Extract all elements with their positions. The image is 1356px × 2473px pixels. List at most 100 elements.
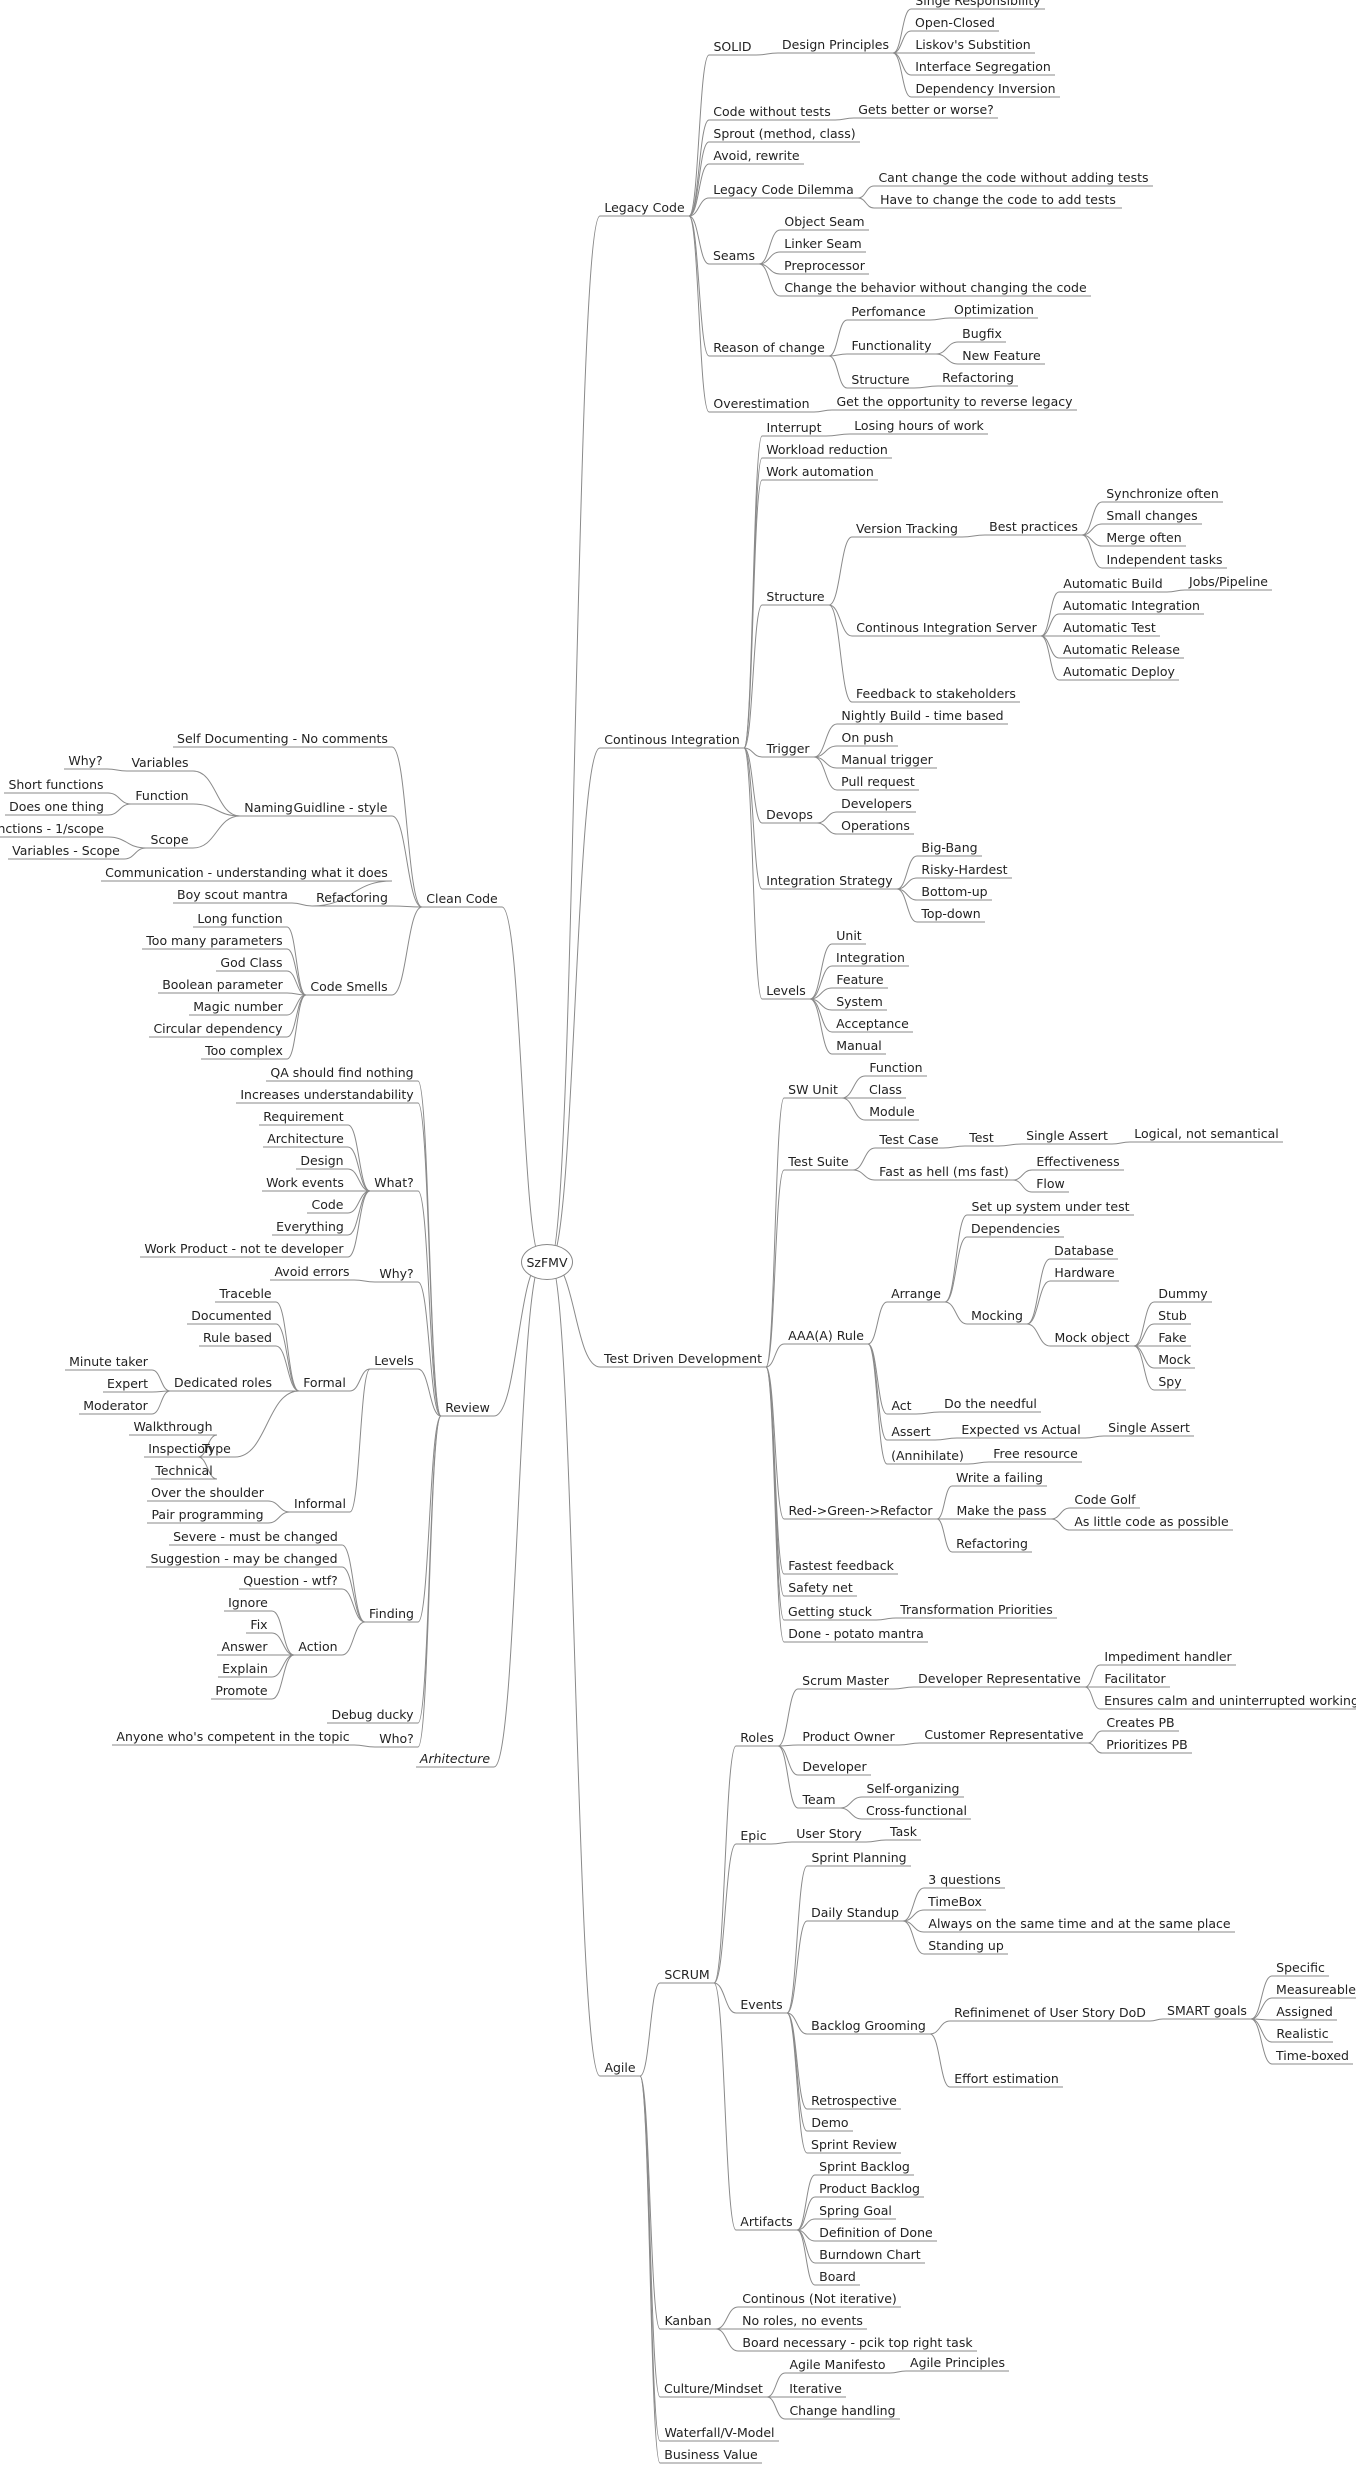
mindmap-node[interactable]: Small changes — [1106, 508, 1198, 523]
mindmap-node[interactable]: Business Value — [664, 2447, 758, 2462]
mindmap-node[interactable]: Too many parameters — [146, 933, 283, 948]
mindmap-node[interactable]: Big-Bang — [921, 840, 978, 855]
mindmap-node[interactable]: QA should find nothing — [270, 1065, 414, 1080]
mindmap-node[interactable]: Top-down — [921, 906, 981, 921]
mindmap-node[interactable]: Demo — [811, 2115, 849, 2130]
mindmap-node[interactable]: Hardware — [1054, 1265, 1115, 1280]
mindmap-node[interactable]: Open-Closed — [915, 15, 995, 30]
mindmap-node[interactable]: Task — [890, 1824, 917, 1839]
mindmap-node[interactable]: Measureable — [1276, 1982, 1356, 1997]
mindmap-node[interactable]: Code without tests — [713, 104, 831, 119]
mindmap-node[interactable]: Automatic Deploy — [1063, 664, 1175, 679]
mindmap-node[interactable]: Dependencies — [971, 1221, 1060, 1236]
mindmap-node[interactable]: Short functions — [8, 777, 104, 792]
mindmap-node[interactable]: Board — [819, 2269, 856, 2284]
mindmap-node[interactable]: Test Case — [879, 1132, 939, 1147]
mindmap-node[interactable]: Time-boxed — [1276, 2048, 1349, 2063]
mindmap-node[interactable]: Minute taker — [69, 1354, 148, 1369]
mindmap-node[interactable]: Expected vs Actual — [961, 1422, 1081, 1437]
mindmap-node[interactable]: Technical — [155, 1463, 213, 1478]
mindmap-node[interactable]: Set up system under test — [971, 1199, 1130, 1214]
mindmap-node[interactable]: Effectiveness — [1036, 1154, 1120, 1169]
mindmap-node[interactable]: Burndown Chart — [819, 2247, 921, 2262]
mindmap-node[interactable]: Answer — [221, 1639, 268, 1654]
mindmap-node[interactable]: Linker Seam — [784, 236, 862, 251]
mindmap-node[interactable]: Feedback to stakeholders — [856, 686, 1016, 701]
mindmap-node[interactable]: Explain — [222, 1661, 268, 1676]
mindmap-node[interactable]: Bottom-up — [921, 884, 988, 899]
mindmap-node[interactable]: Synchronize often — [1106, 486, 1219, 501]
mindmap-node[interactable]: Get the opportunity to reverse legacy — [836, 394, 1073, 409]
mindmap-node[interactable]: Customer Representative — [924, 1727, 1084, 1742]
mindmap-node[interactable]: Optimization — [954, 302, 1034, 317]
mindmap-node[interactable]: Flow — [1036, 1176, 1065, 1191]
mindmap-node[interactable]: Events — [740, 1997, 783, 2012]
mindmap-node[interactable]: Database — [1054, 1243, 1114, 1258]
mindmap-node[interactable]: Devops — [766, 807, 813, 822]
mindmap-node[interactable]: Code Smells — [310, 979, 388, 994]
mindmap-node[interactable]: Preprocessor — [784, 258, 865, 273]
mindmap-node[interactable]: Reason of change — [713, 340, 825, 355]
mindmap-node[interactable]: Formal — [303, 1375, 346, 1390]
mindmap-node[interactable]: Done - potato mantra — [788, 1626, 924, 1641]
mindmap-node[interactable]: Epic — [740, 1828, 767, 1843]
mindmap-node[interactable]: What? — [374, 1175, 414, 1190]
mindmap-node[interactable]: Kanban — [664, 2313, 712, 2328]
mindmap-node[interactable]: Mocking — [971, 1308, 1023, 1323]
mindmap-node[interactable]: Anyone who's competent in the topic — [116, 1729, 350, 1744]
mindmap-node[interactable]: Fast as hell (ms fast) — [879, 1164, 1009, 1179]
mindmap-node[interactable]: Clean Code — [426, 891, 498, 906]
mindmap-node[interactable]: Expert — [107, 1376, 148, 1391]
mindmap-node[interactable]: Class — [869, 1082, 902, 1097]
mindmap-node[interactable]: Avoid errors — [274, 1264, 350, 1279]
mindmap-node[interactable]: Feature — [836, 972, 884, 987]
mindmap-node[interactable]: Spy — [1158, 1374, 1182, 1389]
mindmap-node[interactable]: Does one thing — [9, 799, 104, 814]
mindmap-node[interactable]: Walkthrough — [133, 1419, 213, 1434]
mindmap-node[interactable]: Over the shoulder — [151, 1485, 264, 1500]
mindmap-node[interactable]: Workload reduction — [766, 442, 888, 457]
mindmap-node[interactable]: Sprint Review — [811, 2137, 897, 2152]
mindmap-node[interactable]: Iterative — [789, 2381, 842, 2396]
mindmap-node[interactable]: User Story — [796, 1826, 862, 1841]
mindmap-node[interactable]: Red->Green->Refactor — [788, 1503, 933, 1518]
mindmap-node[interactable]: Why? — [68, 753, 103, 768]
mindmap-node[interactable]: Structure — [851, 372, 910, 387]
mindmap-node[interactable]: Realistic — [1276, 2026, 1329, 2041]
mindmap-node[interactable]: Pair programming — [151, 1507, 264, 1522]
mindmap-node[interactable]: Self Documenting - No comments — [177, 731, 388, 746]
mindmap-node[interactable]: TimeBox — [928, 1894, 982, 1909]
mindmap-node[interactable]: Losing hours of work — [854, 418, 984, 433]
mindmap-node[interactable]: Legacy Code — [604, 200, 685, 215]
mindmap-node[interactable]: Impediment handler — [1104, 1649, 1232, 1664]
mindmap-node[interactable]: Variables — [131, 755, 189, 770]
mindmap-node[interactable]: Test Suite — [788, 1154, 849, 1169]
mindmap-node[interactable]: Object Seam — [784, 214, 865, 229]
mindmap-node[interactable]: Single Assert — [1026, 1128, 1108, 1143]
mindmap-node[interactable]: Module — [869, 1104, 915, 1119]
mindmap-node[interactable]: Avoid, rewrite — [713, 148, 800, 163]
mindmap-node[interactable]: Write a failing — [956, 1470, 1043, 1485]
mindmap-node[interactable]: Artifacts — [740, 2214, 793, 2229]
mindmap-node[interactable]: Structure — [766, 589, 825, 604]
mindmap-node[interactable]: Mock — [1158, 1352, 1191, 1367]
mindmap-node[interactable]: As little code as possible — [1074, 1514, 1229, 1529]
mindmap-node[interactable]: Guidline - style — [293, 800, 388, 815]
mindmap-node[interactable]: Change the behavior without changing the… — [784, 280, 1087, 295]
mindmap-node[interactable]: Design — [300, 1153, 344, 1168]
mindmap-node[interactable]: Specific — [1276, 1960, 1325, 1975]
mindmap-node[interactable]: Daily Standup — [811, 1905, 899, 1920]
mindmap-node[interactable]: Automatic Build — [1063, 576, 1163, 591]
mindmap-node[interactable]: Developer — [802, 1759, 867, 1774]
mindmap-node[interactable]: Work automation — [766, 464, 874, 479]
mindmap-node[interactable]: SW Unit — [788, 1082, 838, 1097]
mindmap-node[interactable]: Work events — [266, 1175, 344, 1190]
mindmap-node[interactable]: Mock object — [1054, 1330, 1130, 1345]
mindmap-node[interactable]: Jobs/Pipeline — [1189, 574, 1268, 589]
mindmap-node[interactable]: AAA(A) Rule — [788, 1328, 864, 1343]
mindmap-node[interactable]: Developers — [841, 796, 912, 811]
mindmap-node[interactable]: Fastest feedback — [788, 1558, 894, 1573]
mindmap-node[interactable]: Version Tracking — [856, 521, 958, 536]
mindmap-node[interactable]: Variables - Scope — [12, 843, 120, 858]
mindmap-node[interactable]: Self-organizing — [866, 1781, 960, 1796]
